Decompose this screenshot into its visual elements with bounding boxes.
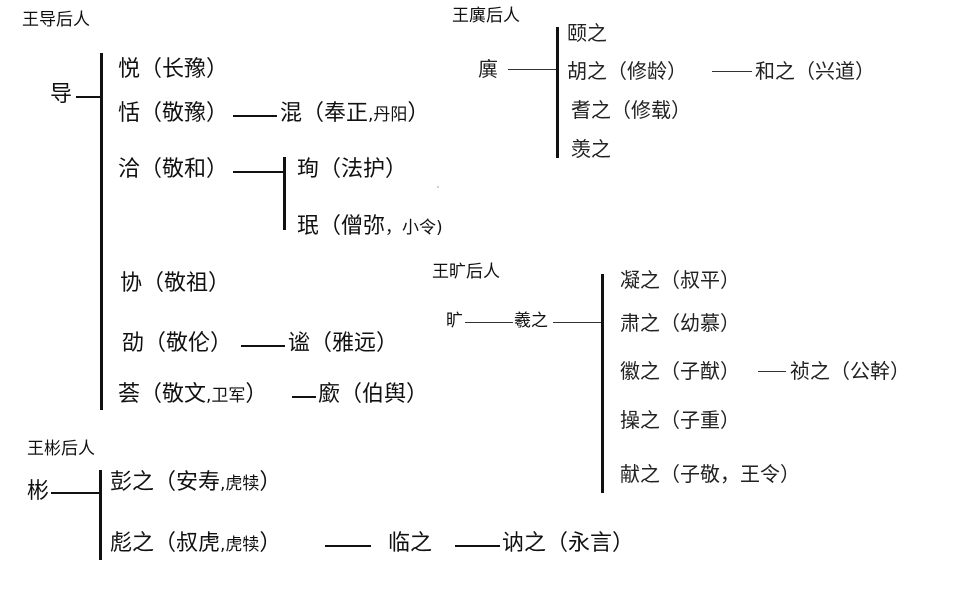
connector-tian-hun [233, 115, 277, 117]
trunk-line-bin [99, 470, 102, 560]
node-pengzhi: 彭之（安寿,虎犊） [110, 470, 282, 495]
connector-dao-root [76, 96, 101, 98]
node-xianzhi-kuang: 献之（子敬，王令） [620, 462, 800, 486]
node-mi: 谧（雅远） [288, 331, 399, 356]
root-node-dao: 导 [50, 82, 73, 107]
node-hun: 混（奉正,丹阳） [280, 101, 430, 126]
node-caozhi: 操之（子重） [620, 408, 740, 432]
connector-qia [233, 171, 285, 173]
group-title-dao: 王导后人 [22, 10, 90, 30]
connector-biaozhi-linzhi [325, 545, 371, 547]
trunk-line-yi [556, 27, 559, 158]
node-yue: 悦（长豫） [118, 57, 229, 82]
node-qizhi: 耆之（修载） [571, 98, 691, 122]
root-node-bin: 彬 [27, 479, 50, 504]
node-min: 珉（僧弥，小令) [297, 214, 443, 239]
connector-huzhi-hezhi [712, 71, 752, 72]
node-xizhi: 羲之 [514, 311, 548, 331]
node-hui: 荟（敬文,卫军） [118, 382, 268, 407]
node-ningzhi: 凝之（叔平） [620, 268, 740, 292]
connector-huizhi-zhenzhi [758, 371, 786, 372]
group-title-kuang: 王旷后人 [432, 262, 500, 282]
connector-kuang-xizhi [465, 322, 513, 323]
node-xie: 协（敬祖） [120, 271, 231, 296]
root-node-yi: 廙 [478, 57, 498, 81]
group-title-bin: 王彬后人 [27, 439, 95, 459]
node-zhenzhi: 祯之（公幹） [790, 359, 910, 383]
trunk-line-dao [100, 53, 103, 410]
node-xianzhi: 羡之 [571, 137, 611, 161]
node-suzhi: 肃之（幼慕） [620, 311, 740, 335]
connector-shao-mi [241, 345, 285, 347]
connector-linzhi-nazhi [455, 545, 500, 547]
node-hezhi: 和之（兴道） [755, 59, 875, 83]
connector-yi-root [508, 69, 556, 70]
node-huzhi: 胡之（修龄） [567, 59, 687, 83]
node-qia: 洽（敬和） [118, 157, 229, 182]
node-xun: 珣（法护） [297, 157, 408, 182]
branch-line-qia [283, 157, 286, 230]
root-node-kuang: 旷 [446, 311, 463, 331]
stray-dot [437, 186, 439, 188]
node-shao: 劭（敬伦） [122, 331, 233, 356]
connector-xizhi [553, 322, 602, 323]
node-yizhi-1: 颐之 [567, 21, 607, 45]
node-jue: 廞（伯舆） [318, 382, 429, 407]
connector-bin-root [51, 492, 100, 494]
node-biaozhi: 彪之（叔虎,虎犊） [110, 531, 282, 556]
connector-hui-jue [292, 396, 316, 398]
trunk-line-kuang [601, 274, 604, 493]
group-title-yi: 王廙后人 [452, 6, 520, 26]
node-tian: 恬（敬豫） [118, 101, 229, 126]
node-linzhi: 临之 [388, 531, 433, 556]
node-nazhi: 讷之（永言） [502, 531, 635, 556]
node-huizhi: 徽之（子猷） [620, 359, 740, 383]
